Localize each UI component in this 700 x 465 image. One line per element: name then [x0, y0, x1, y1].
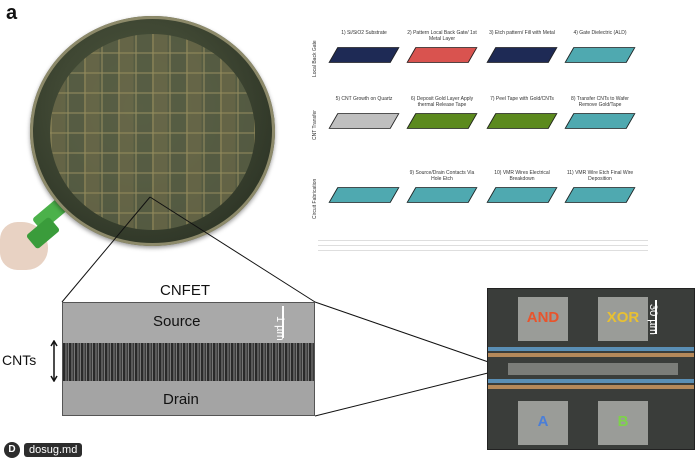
process-step: 10) VMR Wires Electrical Breakdown	[486, 170, 558, 206]
process-step: 9) Source/Drain Contacts Via Hole Etch	[406, 170, 478, 206]
process-step-slab	[486, 187, 558, 203]
wire-blue-2	[488, 379, 694, 383]
process-footnote	[318, 240, 648, 254]
process-step-caption: 3) Etch pattern/ Fill with Metal	[489, 30, 555, 36]
wire-blue	[488, 347, 694, 351]
process-step: 1) Si/SiO2 Substrate	[328, 30, 400, 66]
process-step-slab	[564, 47, 636, 63]
source-label: Source	[153, 313, 201, 330]
pad-and-label: AND	[526, 309, 560, 326]
pad-xor-label: XOR	[606, 309, 640, 326]
pad-xor: XOR	[598, 297, 648, 341]
scale-bar-line	[655, 300, 657, 334]
process-step-slab	[564, 113, 636, 129]
watermark-text: dosug.md	[24, 443, 83, 457]
pad-b-label: B	[617, 413, 629, 430]
scale-bar-line	[282, 306, 284, 338]
process-step: 11) VMR Wire Etch Final Wire Deposition	[564, 170, 636, 206]
process-step-caption: 5) CNT Growth on Quartz	[335, 96, 393, 102]
watermark-logo-icon: D	[4, 442, 20, 458]
process-row-label: Local Back Gate	[312, 40, 318, 78]
process-step-caption: 9) Source/Drain Contacts Via Hole Etch	[409, 170, 475, 182]
drain-label: Drain	[163, 391, 199, 408]
process-step: 2) Pattern Local Back Gate/ 1st Metal La…	[406, 30, 478, 66]
process-step-caption: 1) Si/SiO2 Substrate	[341, 30, 387, 36]
cnfet-drain-region: Drain	[63, 381, 314, 415]
process-step-caption: 7) Peel Tape with Gold/CNTs	[490, 96, 554, 102]
process-step-slab	[328, 47, 400, 63]
process-step-caption	[328, 170, 400, 184]
cnfet-source-region: Source	[63, 303, 314, 343]
process-step-caption: 10) VMR Wires Electrical Breakdown	[494, 170, 550, 182]
pad-and: AND	[518, 297, 568, 341]
process-step-slab	[328, 113, 400, 129]
process-step: 3) Etch pattern/ Fill with Metal	[486, 30, 558, 66]
wafer-photo	[30, 16, 275, 246]
panel-letter: a	[6, 2, 18, 24]
process-step-slab	[406, 187, 478, 203]
process-step-caption: 11) VMR Wire Etch Final Wire Deposition	[566, 170, 634, 182]
process-step-caption: 6) Deposit Gold Layer Apply thermal Rele…	[410, 96, 474, 108]
process-step-slab	[406, 47, 478, 63]
pad-a: A	[518, 401, 568, 445]
process-step: 6) Deposit Gold Layer Apply thermal Rele…	[406, 96, 478, 132]
process-step	[328, 170, 400, 206]
process-step-caption: 8) Transfer CNTs to Wafer Remove Gold/Ta…	[571, 96, 629, 108]
process-step-slab	[406, 113, 478, 129]
scale-bar-1um: 1 µm	[274, 306, 298, 341]
cnfet-sem-image: Source Drain	[62, 302, 315, 416]
process-step: 5) CNT Growth on Quartz	[328, 96, 400, 132]
process-step: 8) Transfer CNTs to Wafer Remove Gold/Ta…	[564, 96, 636, 132]
logic-circuit-sem: AND XOR A B	[487, 288, 695, 450]
double-arrow-icon	[50, 340, 58, 382]
wafer-die-grid	[50, 34, 255, 230]
process-step-caption: 4) Gate Dielectric (ALD)	[573, 30, 627, 36]
process-step: 7) Peel Tape with Gold/CNTs	[486, 96, 558, 132]
process-step-slab	[328, 187, 400, 203]
process-step-caption: 2) Pattern Local Back Gate/ 1st Metal La…	[407, 30, 477, 42]
pad-b: B	[598, 401, 648, 445]
process-row-label: CNT Transfer	[312, 110, 318, 140]
process-flow-diagram: Local Back Gate 1) Si/SiO2 Substrate 2) Pa…	[312, 30, 647, 260]
cnfet-title: CNFET	[160, 282, 210, 299]
process-step-slab	[564, 187, 636, 203]
circuit-trace	[508, 363, 678, 375]
scale-bar-label: 30 µm	[647, 304, 659, 335]
wire-orange	[488, 353, 694, 357]
process-step-slab	[486, 113, 558, 129]
wire-orange-2	[488, 385, 694, 389]
process-step-slab	[486, 47, 558, 63]
scale-bar-label: 1 µm	[274, 316, 286, 341]
process-step: 4) Gate Dielectric (ALD)	[564, 30, 636, 66]
pad-a-label: A	[537, 413, 549, 430]
watermark: D dosug.md	[4, 441, 83, 459]
process-row-label: Circuit Fabrication	[312, 178, 318, 220]
cnt-channel-region	[63, 343, 314, 381]
cnts-label: CNTs	[2, 352, 37, 368]
